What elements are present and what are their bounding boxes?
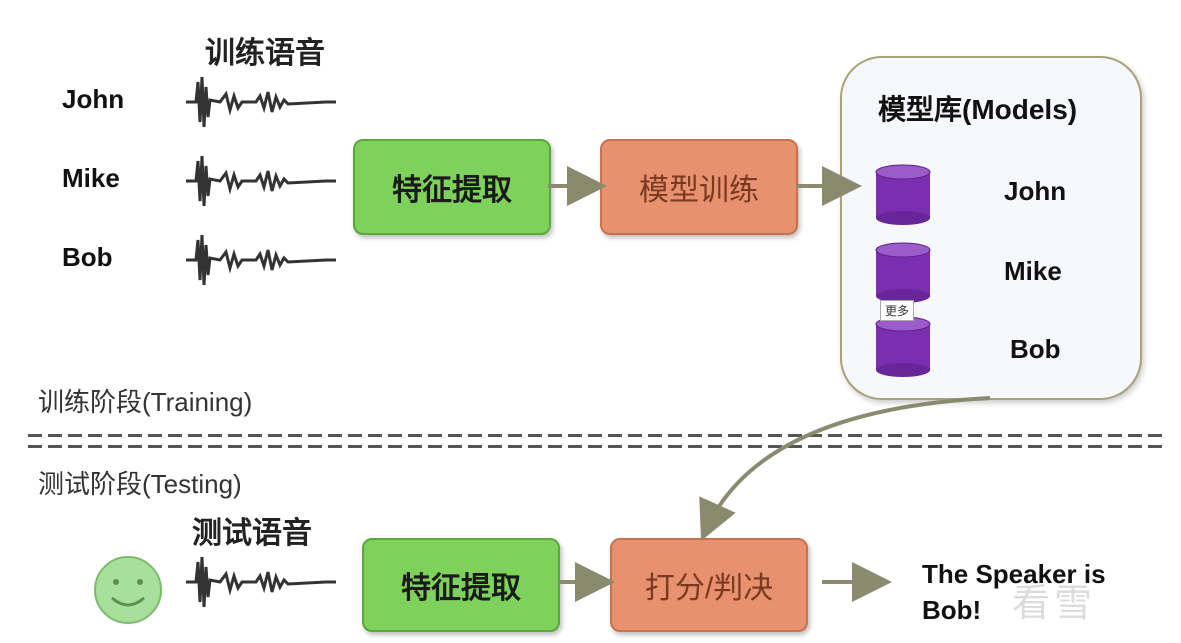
waveform-bob-icon bbox=[186, 234, 336, 286]
model-name-bob: Bob bbox=[1010, 334, 1061, 364]
model-name-mike: Mike bbox=[1004, 256, 1062, 286]
database-john-icon bbox=[875, 164, 931, 225]
result-text: The Speaker is Bob! bbox=[922, 556, 1106, 628]
more-tag[interactable]: 更多 bbox=[880, 300, 915, 321]
waveform-john-icon bbox=[186, 76, 336, 128]
training-phase-label: 训练阶段(Training) bbox=[38, 387, 253, 417]
result-line-1: The Speaker is bbox=[922, 559, 1106, 589]
waveform-mike-icon bbox=[186, 155, 336, 207]
speaker-label-john: John bbox=[62, 84, 125, 114]
speaker-label-mike: Mike bbox=[62, 163, 120, 193]
training-speech-title: 训练语音 bbox=[205, 37, 325, 70]
smiley-face-icon bbox=[94, 556, 162, 624]
model-training-box: 模型训练 bbox=[600, 139, 798, 235]
speaker-label-bob: Bob bbox=[62, 242, 113, 272]
testing-phase-label: 测试阶段(Testing) bbox=[38, 469, 242, 499]
training-feature-extraction-box: 特征提取 bbox=[353, 139, 551, 235]
watermark-text: 看雪 bbox=[1012, 583, 1097, 625]
testing-feature-extraction-box: 特征提取 bbox=[362, 538, 560, 632]
result-line-2: Bob! bbox=[922, 595, 982, 625]
waveform-test-icon bbox=[186, 556, 336, 608]
test-speech-title: 测试语音 bbox=[192, 517, 312, 550]
arrow-models-to-scoring bbox=[699, 396, 991, 541]
model-name-john: John bbox=[1004, 176, 1067, 206]
database-bob-icon bbox=[875, 316, 931, 377]
model-library-title: 模型库(Models) bbox=[878, 94, 1078, 125]
database-mike-icon bbox=[875, 242, 931, 303]
phase-divider bbox=[28, 434, 1168, 448]
